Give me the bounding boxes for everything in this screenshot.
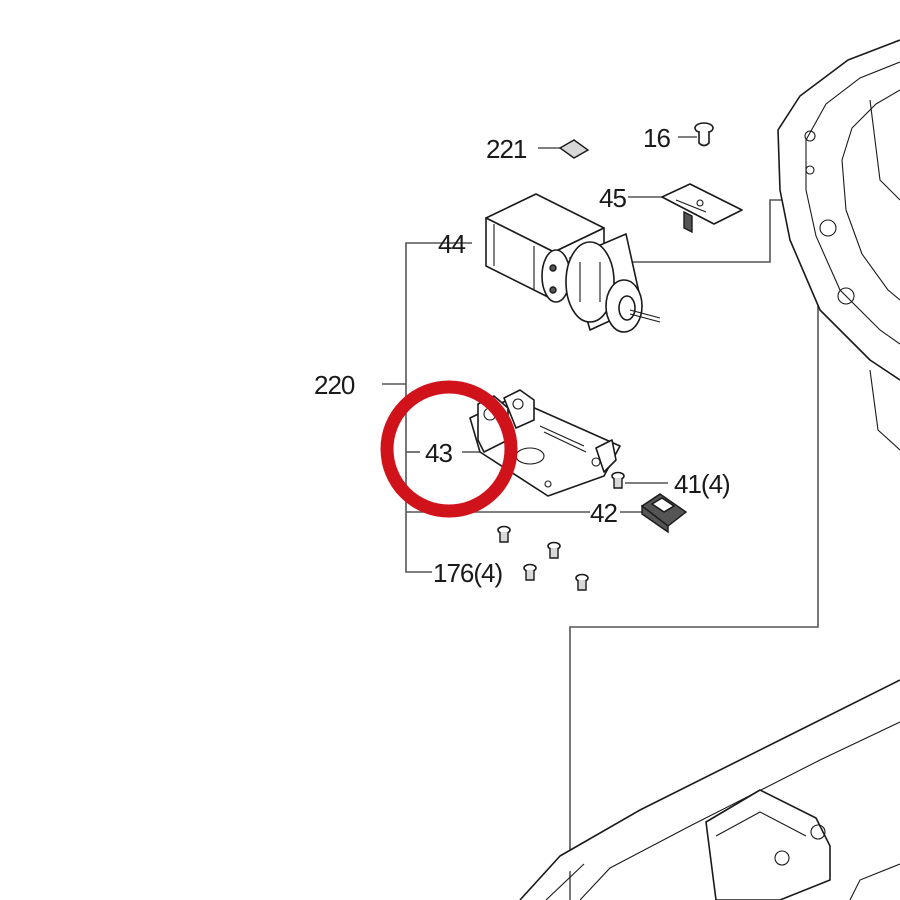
callout-labels: 221 16 45 44 220 43 41(4) 42 176(4) — [314, 123, 731, 588]
part-44-motor — [485, 193, 661, 333]
part-221-pad — [558, 139, 590, 159]
screw-176-d — [575, 573, 589, 591]
callout-220: 220 — [314, 370, 355, 400]
screw-176-b — [547, 541, 561, 559]
highlight-circle — [380, 380, 518, 518]
callout-43: 43 — [425, 438, 452, 468]
screw-176-c — [523, 563, 537, 581]
part-45-plate — [661, 183, 743, 234]
part-16-screw — [694, 122, 714, 147]
part-176-screws — [497, 525, 589, 591]
main-housing-upper — [777, 39, 900, 451]
callout-41: 41(4) — [674, 469, 730, 499]
part-42-connector — [640, 493, 688, 534]
callout-221: 221 — [486, 134, 527, 164]
callout-44: 44 — [438, 229, 465, 259]
callout-45: 45 — [599, 183, 626, 213]
callout-16: 16 — [643, 123, 670, 153]
callout-42: 42 — [590, 498, 617, 528]
callout-176: 176(4) — [433, 558, 502, 588]
bottom-tray — [519, 679, 900, 900]
part-41-screw — [611, 471, 625, 489]
screw-176-a — [497, 525, 511, 543]
